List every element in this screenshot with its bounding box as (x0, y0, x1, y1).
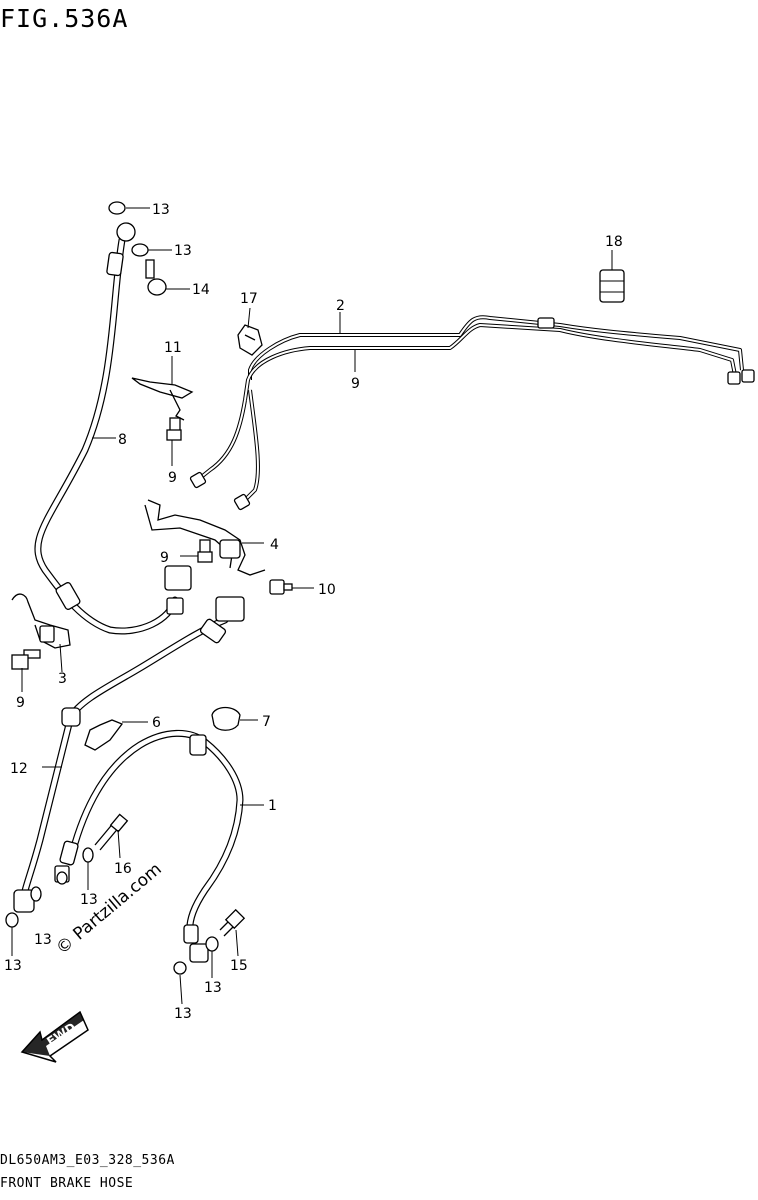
bolt-14 (145, 259, 167, 296)
callout-16: 16 (114, 861, 132, 877)
fwd-arrow: FWD (20, 1010, 89, 1063)
callout-14: 14 (192, 282, 210, 298)
callout-18: 18 (605, 234, 623, 250)
callout-13: 13 (174, 1006, 192, 1022)
callout-11: 11 (164, 340, 182, 356)
diagram-code: DL650AM3_E03_328_536A (0, 1153, 175, 1168)
bolt-15 (219, 908, 246, 937)
washers-13 (5, 201, 219, 975)
callout-7: 8 (118, 432, 127, 448)
callout-8: 7 (262, 714, 271, 730)
callout-4: 4 (270, 537, 279, 553)
clip-17 (237, 324, 263, 356)
hose-12 (13, 616, 229, 913)
callout-1: 1 (268, 798, 277, 814)
callout-12: 12 (10, 761, 28, 777)
clamp-8 (211, 706, 241, 731)
callout-labels: 13 13 14 17 2 9 18 11 9 8 4 9 10 3 9 6 7… (4, 202, 623, 1022)
diagram-name: FRONT BRAKE HOSE (0, 1176, 134, 1191)
clamp-18 (599, 269, 625, 303)
hose-7 (34, 222, 184, 635)
callout-13: 13 (4, 958, 22, 974)
leader-lines (11, 207, 613, 1005)
callout-13: 13 (204, 980, 222, 996)
callout-9: 9 (16, 695, 25, 711)
bolt-9-upper (166, 417, 182, 441)
bolt-16 (94, 813, 129, 851)
callout-10: 10 (318, 582, 336, 598)
bolt-9-lower (11, 649, 41, 670)
bracket-3 (11, 593, 71, 649)
callout-13: 13 (34, 932, 52, 948)
callout-3: 3 (58, 671, 67, 687)
bolt-9-mid (197, 539, 213, 563)
callout-5: 6 (152, 715, 161, 731)
callout-9: 9 (160, 550, 169, 566)
callout-15: 15 (230, 958, 248, 974)
grommet-block (215, 596, 245, 622)
bracket-4 (144, 499, 266, 576)
pipe-2-6 (189, 315, 755, 511)
figure-title: FIG.536A (0, 4, 129, 33)
callout-17: 17 (240, 291, 258, 307)
grommet-block (164, 565, 192, 591)
bolt-10 (269, 579, 293, 595)
callout-13: 13 (152, 202, 170, 218)
bracket-11 (131, 377, 194, 421)
clip-5 (84, 719, 124, 751)
callout-13: 13 (80, 892, 98, 908)
callout-2: 2 (336, 298, 345, 314)
callout-6: 9 (351, 376, 360, 392)
callout-9: 9 (168, 470, 177, 486)
callout-13: 13 (174, 243, 192, 259)
